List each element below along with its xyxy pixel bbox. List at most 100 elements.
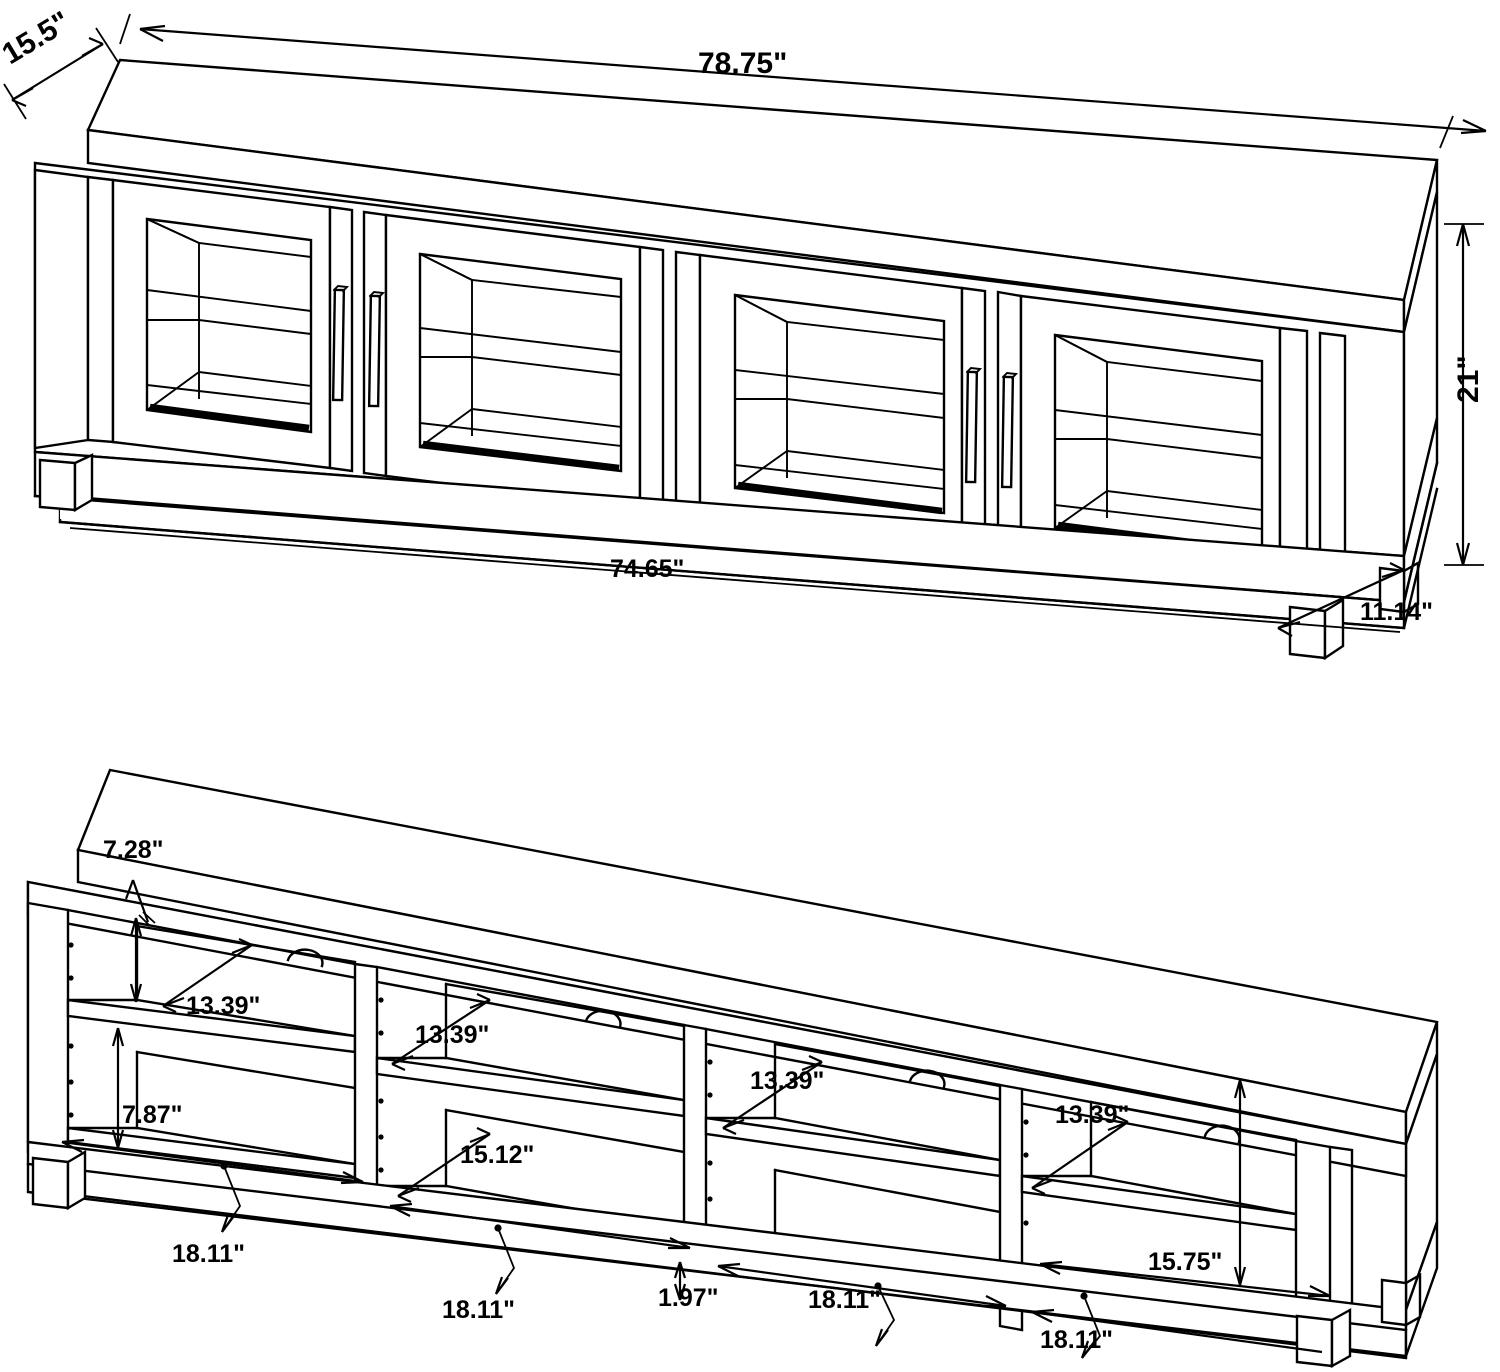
dim-18-11-1-arrow-a <box>61 1138 85 1153</box>
dim-13-39-1-arrow-b <box>231 938 253 955</box>
dim-18-11-2-arrow-a <box>389 1202 413 1217</box>
door-4-interior-diag <box>1053 333 1264 530</box>
open-leg-right-front <box>1295 1314 1334 1368</box>
dim-18-11-3-leader-arrow <box>874 1328 889 1347</box>
door-2-handle[interactable] <box>367 294 382 408</box>
cabinet-base-lines <box>33 461 1439 630</box>
cabinet-left-stile-inner <box>86 175 115 444</box>
dim-15-75-horiz-arrow-a <box>1039 1260 1063 1275</box>
dim-18-11-1-dot <box>220 1162 228 1170</box>
dim-15-75-horiz <box>1039 1262 1331 1298</box>
dim-label-1-97: 1.97" <box>658 1284 719 1312</box>
open-leg-rear-right-edge <box>1404 1272 1422 1327</box>
dim-width-top-arrow-a <box>139 24 166 42</box>
dim-label-18-11-1: 18.11" <box>172 1240 245 1268</box>
dim-label-depth-top: 15.5" <box>0 5 76 71</box>
door-2-edge-stile <box>362 210 388 478</box>
door-1-interior-diag <box>145 217 313 412</box>
dim-label-13-39-1: 13.39" <box>186 992 260 1020</box>
leg-rear-right-edge <box>1402 560 1420 614</box>
dim-base-depth-arrow-b <box>1381 562 1405 579</box>
dim-13-39-4-arrow-b <box>1107 1115 1129 1132</box>
door-1-handle[interactable] <box>331 288 346 402</box>
dim-1-97-arrow-bot <box>673 1283 687 1301</box>
open-bottom-rail-side <box>1404 1221 1439 1357</box>
dim-base-width-line <box>69 527 1401 633</box>
dim-label-18-11-3: 18.11" <box>808 1286 881 1314</box>
dim-18-11-3-arrow-b <box>984 1295 1007 1308</box>
dim-width-top-ext-a <box>119 13 131 45</box>
cabinet-plinth-filler <box>60 500 1400 624</box>
dim-15-12-arrow-a <box>397 1186 420 1203</box>
leg-left <box>38 453 94 513</box>
cabinet-left-stile <box>33 168 90 450</box>
open-leg-right-side <box>1330 1307 1352 1369</box>
dim-18-11-2-arrow-b <box>668 1237 691 1250</box>
dim-label-width-top: 78.75" <box>698 47 787 80</box>
dim-label-7-87: 7.87" <box>122 1101 183 1129</box>
glass-door-2[interactable] <box>384 213 642 510</box>
cabinet-centre-mullion-2 <box>674 250 702 519</box>
glass-door-4[interactable] <box>1019 294 1282 592</box>
dim-depth-top-ext-b <box>95 27 119 63</box>
door-2-bottom-shadow <box>422 440 620 472</box>
dim-13-39-2-line <box>391 999 491 1065</box>
leg-right <box>1288 597 1345 661</box>
door-4-handle[interactable] <box>1000 375 1015 489</box>
bay-4-upper-shelf-back-edge <box>1089 1100 1298 1178</box>
dim-7-87-arrow-bot <box>111 1129 125 1149</box>
dim-height-arrow-bottom <box>1455 542 1471 566</box>
dim-label-18-11-4: 18.11" <box>1040 1326 1113 1354</box>
dim-18-11-1-arrow-b <box>340 1171 364 1185</box>
door-1-bottom-shadow <box>149 403 310 432</box>
door-3-interior-diag <box>733 293 946 490</box>
dim-label-height-right: 21" <box>1452 355 1485 403</box>
dim-18-11-2-dot <box>494 1224 502 1232</box>
dim-13-39-1-line <box>162 944 253 1007</box>
dim-18-11-4-arrow-a <box>1031 1308 1055 1323</box>
leg-left-front <box>38 458 77 512</box>
glass-door-3[interactable] <box>698 253 964 552</box>
bay-2-back-top <box>375 965 686 1027</box>
cabinet-centre-mullion <box>638 245 665 513</box>
dim-18-11-3-arrow-a <box>717 1262 741 1277</box>
dim-7-28-vert-arrow-top <box>129 917 143 937</box>
glass-door-1[interactable] <box>111 178 332 470</box>
door-3-edge-stile <box>960 286 987 555</box>
dim-13-39-1-arrow-a <box>162 996 185 1013</box>
door-1-edge-stile <box>328 205 354 473</box>
dim-13-39-4-arrow-a <box>1031 1178 1054 1195</box>
dim-label-width-base: 74.65" <box>610 555 684 583</box>
dim-width-top-ext-b <box>1439 115 1454 149</box>
dim-label-13-39-2: 13.39" <box>415 1021 489 1049</box>
bay-2-cable-hole <box>584 1009 622 1029</box>
front-open-view-illustration <box>26 768 1439 1369</box>
open-leg-rear-right <box>1380 1278 1408 1327</box>
door-2-handle-top-facet <box>368 291 386 299</box>
bay-1-lower-back-line <box>135 1050 357 1130</box>
dim-base-depth-line <box>1277 569 1405 629</box>
dim-label-depth-base: 11.14" <box>1360 598 1433 626</box>
dim-label-15-12: 15.12" <box>460 1141 534 1169</box>
dim-label-13-39-4: 13.39" <box>1055 1101 1129 1129</box>
dim-width-top-line <box>139 27 1487 133</box>
open-left-side-panel <box>26 901 70 1150</box>
dim-7-28-tick <box>138 911 156 927</box>
dim-1-97-arrow-top <box>673 1261 687 1279</box>
dim-7-28-vert-arrow-bot <box>129 983 143 1003</box>
bay-2-upper-shelf-back-edge <box>444 982 686 1060</box>
dim-13-39-3-line <box>722 1061 823 1129</box>
open-plinth-lines <box>26 1162 1408 1360</box>
dim-15-75-arrow-bot <box>1233 1266 1247 1286</box>
dim-18-11-4-leader-arrow <box>1080 1340 1095 1359</box>
dim-18-11-1-leader-arrow <box>220 1214 235 1233</box>
dim-15-12-arrow-b <box>469 1127 491 1144</box>
dim-label-13-39-3: 13.39" <box>750 1067 824 1095</box>
dim-height-arrow-top <box>1455 223 1471 247</box>
door-3-handle-top-facet <box>965 367 983 375</box>
dim-18-11-3-line <box>717 1264 1007 1308</box>
dim-18-11-4-dot <box>1080 1292 1088 1300</box>
dim-18-11-2-line <box>389 1204 691 1250</box>
door-3-handle[interactable] <box>964 370 979 484</box>
